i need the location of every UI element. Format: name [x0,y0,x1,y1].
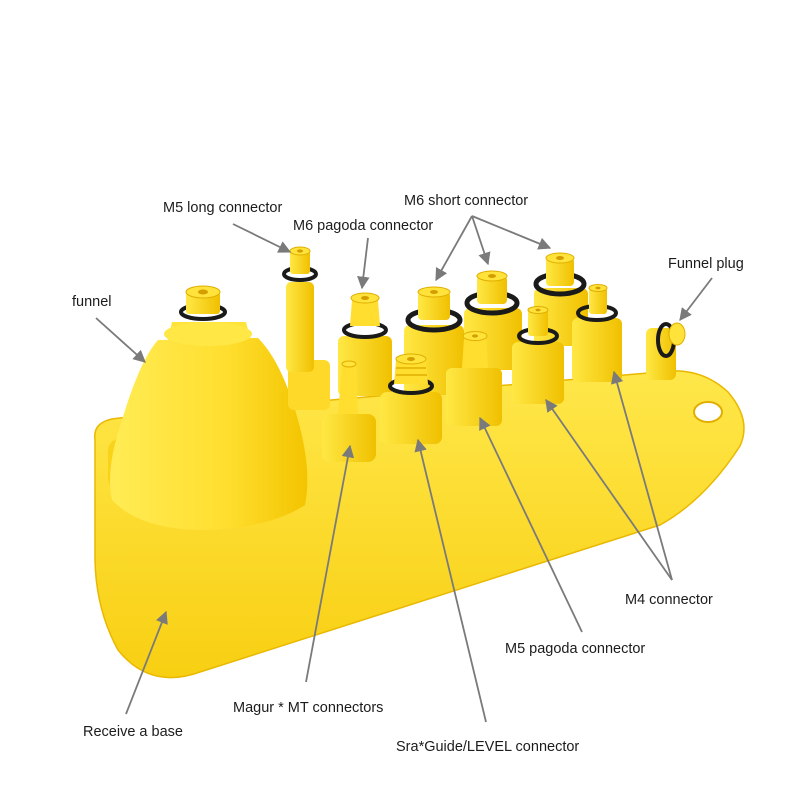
sra-guide-level-connector [380,353,442,444]
magur-mt-connector [322,360,376,462]
m4-connector-2 [512,306,564,404]
m5-pagoda-connector [446,331,502,426]
label-sra-guide-level-connector: Sra*Guide/LEVEL connector [396,739,580,755]
label-receive-a-base: Receive a base [83,724,183,740]
label-magur-mt-connectors: Magur * MT connectors [233,700,384,716]
funnel [109,285,308,530]
label-funnel: funnel [72,294,112,310]
label-m4-connector: M4 connector [625,592,713,608]
label-m5-long-connector: M5 long connector [163,200,283,216]
label-m6-short-connector: M6 short connector [404,193,529,209]
m4-connector-1 [572,284,622,382]
hang-hole [693,401,723,423]
label-m6-pagoda-connector: M6 pagoda connector [293,218,434,234]
label-m5-pagoda-connector: M5 pagoda connector [505,641,646,657]
funnel-plug [646,322,686,380]
label-funnel-plug: Funnel plug [668,256,744,272]
leader-arrows [95,215,713,723]
m5-long-connector [282,246,330,410]
